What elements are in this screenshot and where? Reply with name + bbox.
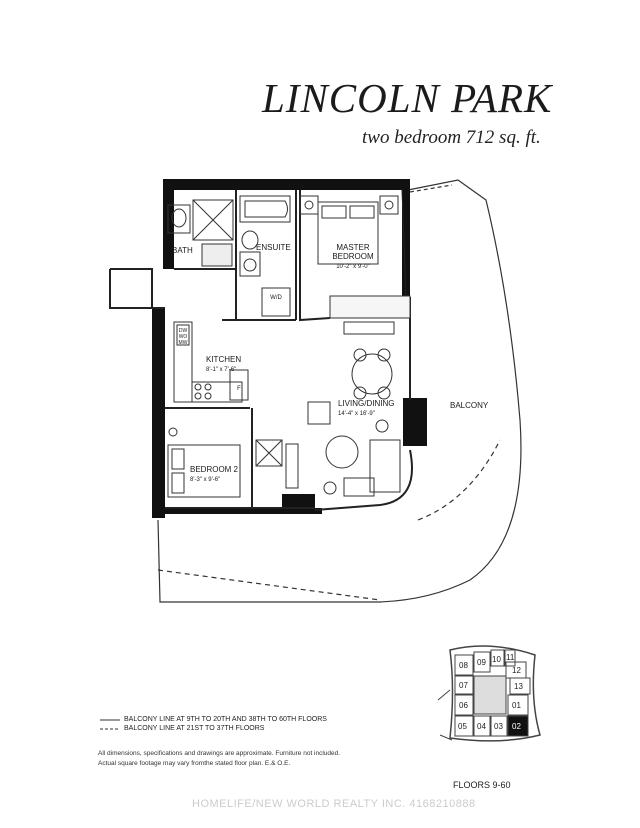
key-unit-06: 06 <box>459 701 468 710</box>
note-line-2: Actual square footage may vary fromthe s… <box>98 760 291 767</box>
bath-fixtures <box>167 195 291 317</box>
key-unit-05: 05 <box>458 722 467 731</box>
legend-lines <box>100 719 120 730</box>
bath-label: BATH <box>172 246 193 255</box>
kitchen-fixtures <box>173 321 249 403</box>
key-unit-04: 04 <box>477 722 486 731</box>
living-dims: 14'-4" x 16'-9" <box>338 411 375 417</box>
key-unit-07: 07 <box>459 681 468 690</box>
balcony-label: BALCONY <box>450 401 489 410</box>
key-unit-03: 03 <box>494 722 503 731</box>
bedroom2-dims: 8'-3" x 9'-6" <box>190 477 220 483</box>
floors-label: FLOORS 9-60 <box>453 780 511 790</box>
bedroom2-label: BEDROOM 2 <box>190 465 239 474</box>
master-dims: 10'-2" x 9'-0" <box>336 264 370 270</box>
key-unit-12: 12 <box>512 666 521 675</box>
legend-dashed-text: BALCONY LINE AT 21ST TO 37TH FLOORS <box>124 725 265 732</box>
disclaimer-notes: All dimensions, specifications and drawi… <box>98 749 340 769</box>
key-unit-11: 11 <box>506 653 515 662</box>
plan-subtitle: two bedroom 712 sq. ft. <box>362 127 541 148</box>
room-labels: BATH ENSUITE MASTER BEDROOM 10'-2" x 9'-… <box>172 243 489 483</box>
bedroom2-furniture <box>167 427 299 498</box>
legend-dashed: BALCONY LINE AT 21ST TO 37TH FLOORS <box>98 725 264 732</box>
living-label: LIVING/DINING <box>338 399 394 408</box>
dw-label: DW <box>179 328 188 334</box>
key-unit-02: 02 <box>512 722 521 731</box>
master-label-2: BEDROOM <box>332 252 374 261</box>
kitchen-dims: 8'-1" x 7'-6" <box>206 367 236 373</box>
key-plan: 08 09 10 11 12 07 13 06 01 05 04 03 02 <box>437 645 541 742</box>
ensuite-label: ENSUITE <box>256 243 291 252</box>
fridge-label: F <box>237 386 241 392</box>
wd-label: W/D <box>270 295 282 301</box>
mw-label: MW <box>179 340 188 346</box>
key-unit-13: 13 <box>514 682 523 691</box>
key-unit-01: 01 <box>512 701 521 710</box>
legend-solid-text: BALCONY LINE AT 9TH TO 20TH AND 38TH TO … <box>124 716 327 723</box>
note-line-1: All dimensions, specifications and drawi… <box>98 750 341 757</box>
watermark: HOMELIFE/NEW WORLD REALTY INC. 416821088… <box>192 798 476 810</box>
kitchen-label: KITCHEN <box>206 355 241 364</box>
legend-solid: BALCONY LINE AT 9TH TO 20TH AND 38TH TO … <box>98 716 327 723</box>
key-unit-08: 08 <box>459 661 468 670</box>
master-label: MASTER <box>336 243 370 252</box>
key-unit-09: 09 <box>477 658 486 667</box>
key-unit-10: 10 <box>492 655 501 664</box>
wo-label: WO <box>179 334 188 340</box>
plan-title: LINCOLN PARK <box>262 75 553 121</box>
balcony-outline <box>157 179 522 603</box>
master-furniture <box>299 195 411 335</box>
living-furniture <box>307 348 401 497</box>
